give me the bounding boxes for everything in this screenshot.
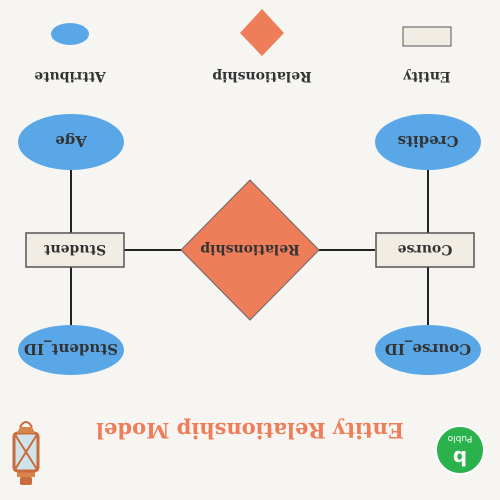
entity-course-label: Course <box>397 241 452 257</box>
attribute-age-label: Age <box>55 132 88 150</box>
entity-student-box <box>25 232 125 268</box>
attribute-student-id-label: Student_ID <box>24 340 118 358</box>
attribute-age-shape <box>18 114 124 170</box>
lantern-base <box>20 477 32 485</box>
legend-attribute-ellipse <box>51 23 89 45</box>
entity-student: Student <box>25 232 125 268</box>
attribute-course-id-shape <box>375 325 481 375</box>
lantern-cross-2 <box>13 432 39 472</box>
badge-text: Publo <box>447 433 472 443</box>
badge-circle <box>435 425 485 475</box>
lantern-handle <box>19 421 33 428</box>
diagram-canvas: Entity Relationship Attribute Age Studen… <box>12 9 485 485</box>
diagram-title: Entity Relationship Model <box>96 418 404 443</box>
legend-attribute-label: Attribute <box>34 68 107 84</box>
attribute-credits-label: Credits <box>398 132 459 150</box>
attribute-credits: Credits <box>375 114 481 170</box>
lantern-top <box>17 427 35 433</box>
attribute-age: Age <box>18 114 124 170</box>
legend-entity-label: Entity <box>403 68 451 84</box>
legend: Entity Relationship Attribute <box>34 9 452 84</box>
entity-course: Course <box>375 232 475 268</box>
lantern-icon <box>12 421 40 485</box>
legend-entity-box <box>402 26 452 47</box>
relationship: Relationship <box>180 179 320 321</box>
attribute-credits-shape <box>375 114 481 170</box>
badge: Publo b <box>435 425 485 475</box>
attribute-course-id: Course_ID <box>375 325 481 375</box>
legend-relationship-diamond <box>240 9 284 56</box>
attribute-student-id-shape <box>18 325 124 375</box>
connector-lines <box>70 170 429 330</box>
relationship-label: Relationship <box>200 241 300 257</box>
entity-student-label: Student <box>43 241 106 257</box>
entity-course-box <box>375 232 475 268</box>
legend-relationship-label: Relationship <box>212 68 312 84</box>
badge-letter: b <box>453 446 467 470</box>
attribute-student-id: Student_ID <box>18 325 124 375</box>
attribute-course-id-label: Course_ID <box>385 340 471 358</box>
relationship-diamond <box>180 179 320 321</box>
